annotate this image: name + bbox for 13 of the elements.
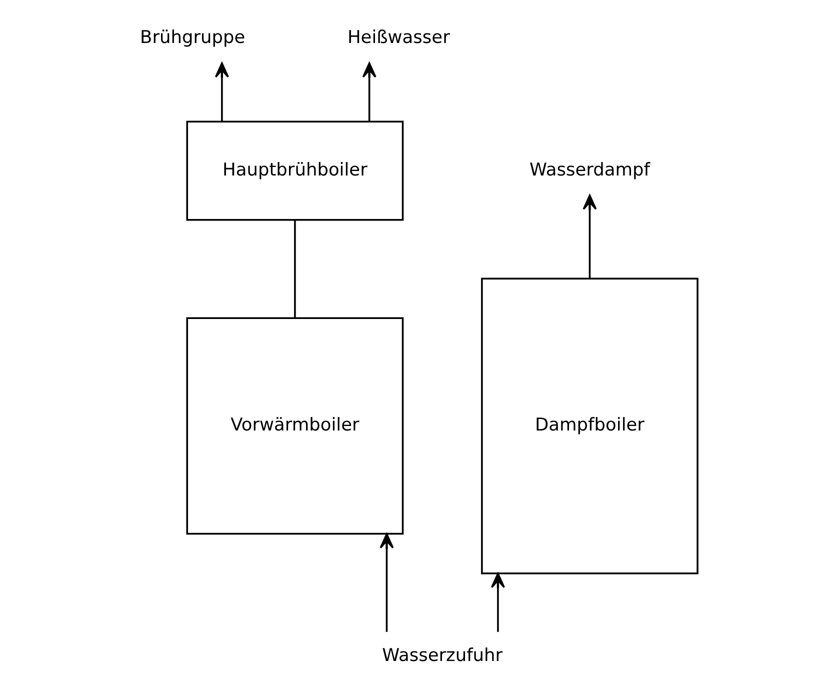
node-text: Wasserzufuhr (382, 646, 502, 666)
arrow (214, 62, 228, 122)
node-box: Hauptbrühboiler (186, 120, 404, 221)
arrow (362, 62, 376, 122)
arrow (582, 194, 596, 278)
node-box: Vorwärmboiler (186, 317, 404, 535)
arrow (379, 533, 394, 632)
node-text: Heißwasser (346, 28, 450, 48)
node-text: Brühgruppe (140, 28, 245, 48)
arrow (490, 572, 504, 632)
node-box: Dampfboiler (480, 278, 698, 574)
connector (294, 220, 296, 318)
node-text: Wasserdampf (528, 160, 650, 180)
